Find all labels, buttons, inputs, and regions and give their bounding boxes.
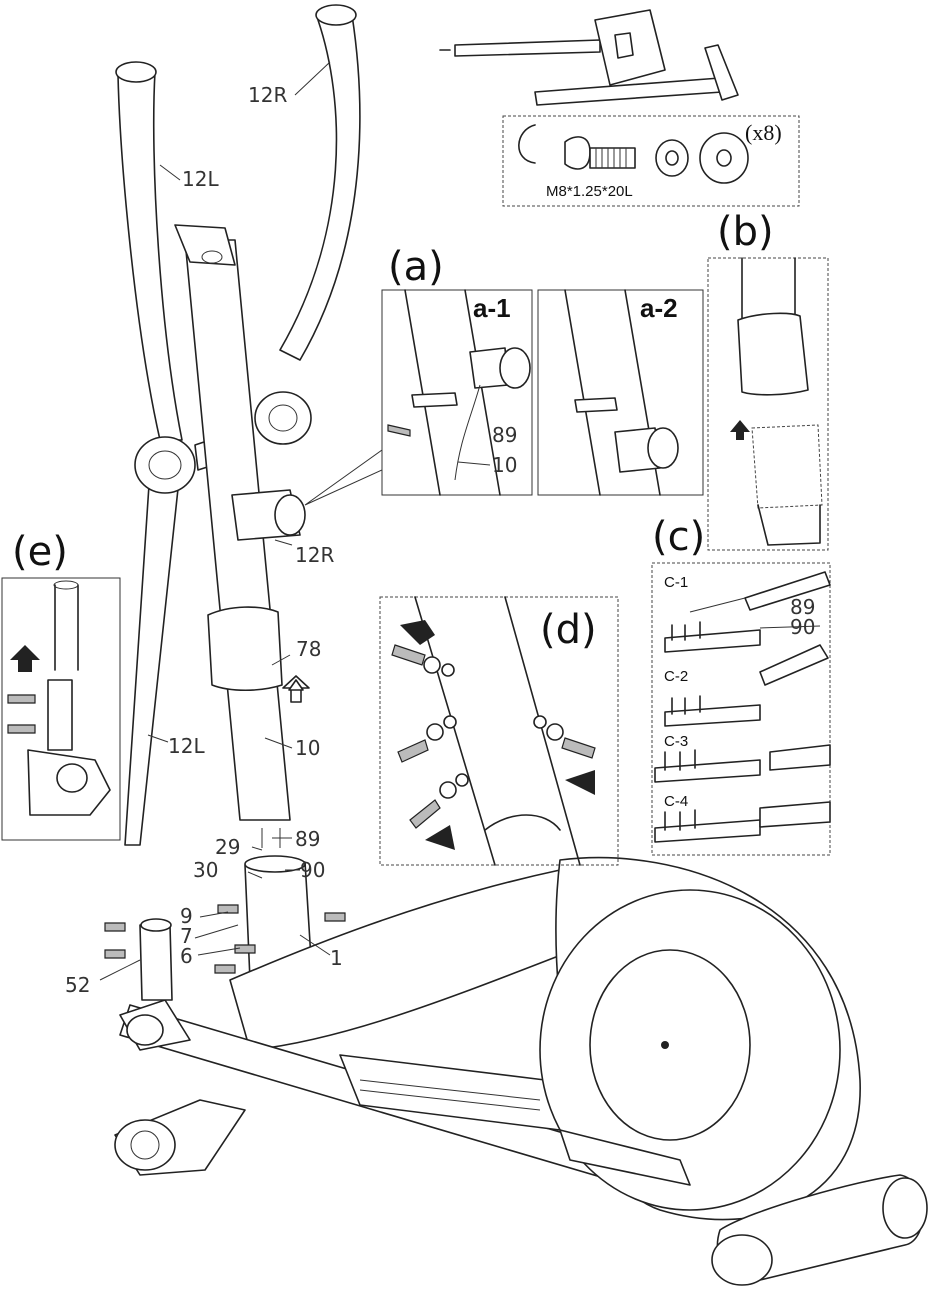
part-label-12R-mid: 12R bbox=[295, 543, 334, 567]
subpanel-title-a2: a-2 bbox=[640, 293, 678, 323]
panel-a1: a-1 89 10 bbox=[381, 289, 533, 496]
a1-label-89: 89 bbox=[492, 423, 517, 447]
up-arrow-icon bbox=[288, 679, 304, 691]
part-label-9: 9 bbox=[180, 904, 193, 928]
panel-title-c: (c) bbox=[652, 514, 705, 560]
subpanel-title-a1: a-1 bbox=[473, 293, 511, 323]
part-label-12L: 12L bbox=[182, 167, 219, 191]
panel-b bbox=[707, 257, 829, 551]
step-label-c2: C-2 bbox=[664, 668, 688, 685]
quantity-label: (x8) bbox=[745, 120, 782, 145]
step-c2: C-2 bbox=[664, 644, 829, 727]
c1-label-89: 89 bbox=[790, 595, 815, 619]
upright-post bbox=[174, 224, 310, 848]
part-label-29: 29 bbox=[215, 835, 240, 859]
panel-a2: a-2 bbox=[537, 289, 704, 496]
panel-e bbox=[1, 577, 121, 841]
part-label-12R: 12R bbox=[248, 83, 287, 107]
handlebar-12R bbox=[279, 4, 361, 361]
part-label-30: 30 bbox=[193, 858, 218, 882]
step-c4: C-4 bbox=[654, 793, 831, 843]
handlebar-12L bbox=[115, 61, 183, 846]
c1-label-90: 90 bbox=[790, 615, 815, 639]
step-label-c1: C-1 bbox=[664, 574, 688, 591]
a1-label-10: 10 bbox=[492, 453, 517, 477]
step-label-c4: C-4 bbox=[664, 793, 688, 810]
panel-title-e: (e) bbox=[12, 529, 68, 575]
panel-title-d: (d) bbox=[540, 607, 597, 653]
part-label-12L-bottom: 12L bbox=[168, 734, 205, 758]
part-label-89: 89 bbox=[295, 827, 320, 851]
part-label-7: 7 bbox=[180, 924, 193, 948]
part-label-52: 52 bbox=[65, 973, 90, 997]
step-c3: C-3 bbox=[654, 733, 831, 783]
leader-lines bbox=[99, 61, 383, 981]
hardware-box: M8*1.25*20L (x8) bbox=[502, 115, 800, 207]
panel-title-b: (b) bbox=[717, 209, 774, 255]
base-hardware bbox=[104, 904, 346, 974]
tools-illustration bbox=[439, 9, 739, 106]
part-label-10: 10 bbox=[295, 736, 320, 760]
panel-c: C-1 89 90 C-2 C-3 C-4 bbox=[651, 562, 831, 856]
part-label-6: 6 bbox=[180, 944, 193, 968]
step-label-c3: C-3 bbox=[664, 733, 688, 750]
part-label-90: 90 bbox=[300, 858, 325, 882]
step-c1: C-1 89 90 bbox=[664, 571, 831, 653]
part-label-78: 78 bbox=[296, 637, 321, 661]
bolt-spec-label: M8*1.25*20L bbox=[546, 183, 633, 200]
elliptical-frame bbox=[114, 855, 928, 1286]
panel-title-a: (a) bbox=[388, 244, 444, 290]
panel-d bbox=[379, 596, 619, 866]
part-label-1: 1 bbox=[330, 946, 343, 970]
